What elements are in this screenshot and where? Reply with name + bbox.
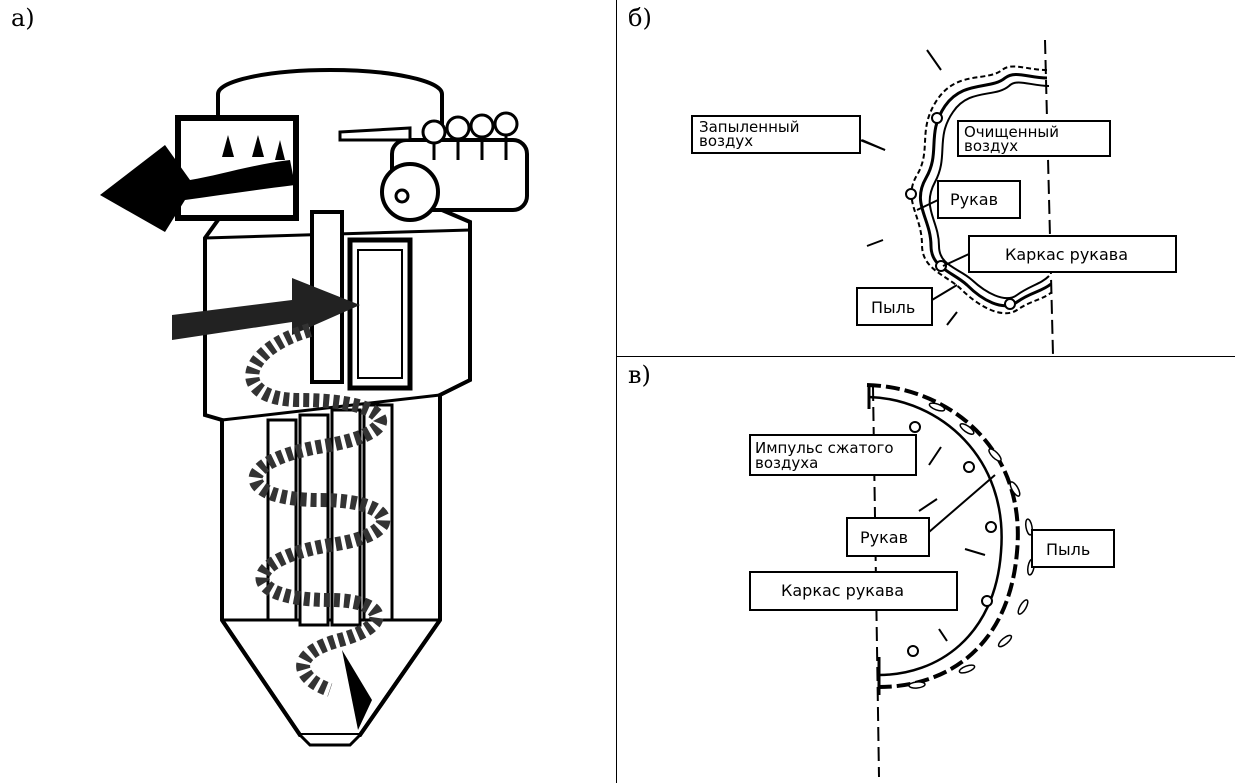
label-bag-frame-text: Каркас рукава — [1005, 245, 1128, 264]
label-bag-c: Рукав — [847, 475, 995, 556]
air-tank — [382, 164, 438, 220]
label-dust-c: Пыль — [1032, 530, 1114, 567]
bag-axis — [1045, 40, 1053, 355]
bag-filter-drawing — [0, 0, 617, 783]
label-dust: Пыль — [857, 285, 957, 325]
label-bag-text: Рукав — [950, 190, 998, 209]
pulse-cleaning-diagram: Импульс сжатого воздуха Рукав Пыль Карка… — [617, 357, 1235, 783]
label-bag-frame: Каркас рукава — [943, 236, 1176, 272]
panel-c-pulse-cleaning: в) — [617, 357, 1235, 783]
filtration-diagram: Запыленный воздух Очищенный воздух Рукав… — [617, 0, 1235, 357]
label-pulse-line2: воздуха — [755, 454, 818, 472]
label-bag-c-text: Рукав — [860, 528, 908, 547]
label-dust-c-text: Пыль — [1046, 540, 1090, 559]
panel-a-filter-illustration: а) — [0, 0, 617, 783]
label-pulse: Импульс сжатого воздуха — [750, 435, 916, 475]
label-dusty-air: Запыленный воздух — [692, 116, 885, 153]
label-clean-air: Очищенный воздух — [958, 121, 1110, 156]
label-dust-text: Пыль — [871, 298, 915, 317]
label-clean-air-line2: воздух — [964, 137, 1018, 155]
panel-b-filtration-mode: б) Запыленный воздух Очищенный воздух — [617, 0, 1235, 357]
label-bag-frame-c: Каркас рукава — [750, 572, 957, 610]
label-bag-frame-c-text: Каркас рукава — [781, 581, 904, 600]
label-dusty-air-line2: воздух — [699, 132, 753, 150]
